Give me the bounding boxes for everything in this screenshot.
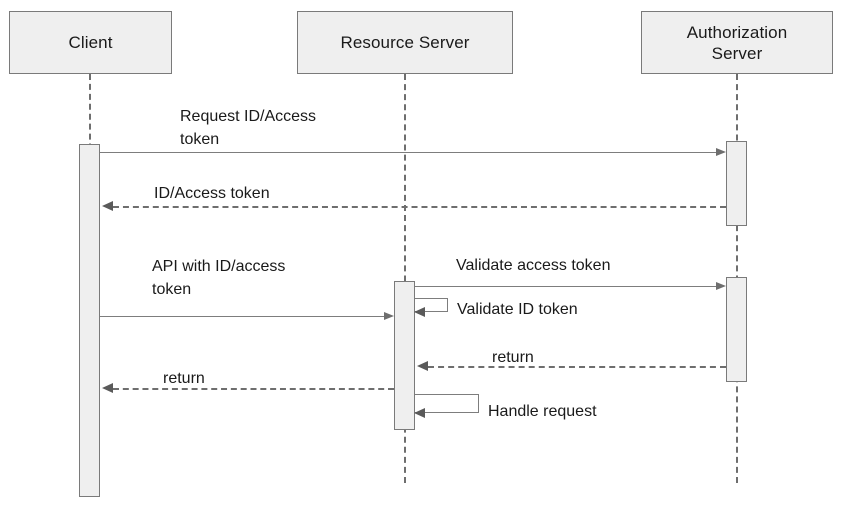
activation-client (79, 144, 100, 497)
activation-resource-server (394, 281, 415, 430)
message-label-request-token: Request ID/Access token (180, 108, 317, 148)
message-arrow-return-resource-to-client (102, 383, 113, 393)
participant-resource-server[interactable]: Resource Server (297, 11, 513, 74)
message-arrow-id-access-token (102, 201, 113, 211)
participant-client[interactable]: Client (9, 11, 172, 74)
message-label-id-access-token: ID/Access token (154, 185, 270, 202)
participant-resource-server-label: Resource Server (340, 33, 470, 52)
message-line-return-auth-to-resource (428, 366, 726, 368)
message-line-id-access-token (113, 206, 726, 208)
activation-authorization-server-2 (726, 277, 747, 382)
message-label-validate-access-token: Validate access token (456, 257, 611, 274)
message-arrow-validate-id-token (414, 307, 425, 317)
message-line-return-resource-to-client (113, 388, 394, 390)
participant-authorization-server[interactable]: Authorization Server (641, 11, 833, 74)
message-line-validate-access-token (415, 286, 716, 287)
message-label-return-resource-to-client: return (163, 370, 205, 387)
message-label-handle-request: Handle request (488, 403, 597, 420)
message-selfloop-handle-request (415, 394, 479, 413)
participant-authorization-server-label: Authorization Server (686, 22, 788, 63)
message-label-validate-id-token: Validate ID token (457, 301, 578, 318)
message-line-api-with-token (100, 316, 384, 317)
message-label-api-with-token: API with ID/access token (152, 258, 286, 298)
lifeline-resource-server (404, 74, 406, 483)
message-arrow-api-with-token (384, 312, 394, 320)
activation-authorization-server-1 (726, 141, 747, 226)
message-arrow-handle-request (414, 408, 425, 418)
message-arrow-validate-access-token (716, 282, 726, 290)
message-arrow-return-auth-to-resource (417, 361, 428, 371)
message-arrow-request-token (716, 148, 726, 156)
message-label-return-auth-to-resource: return (492, 349, 534, 366)
message-line-request-token (100, 152, 720, 153)
message-selfloop-validate-id-token (415, 298, 448, 312)
participant-client-label: Client (68, 33, 113, 52)
